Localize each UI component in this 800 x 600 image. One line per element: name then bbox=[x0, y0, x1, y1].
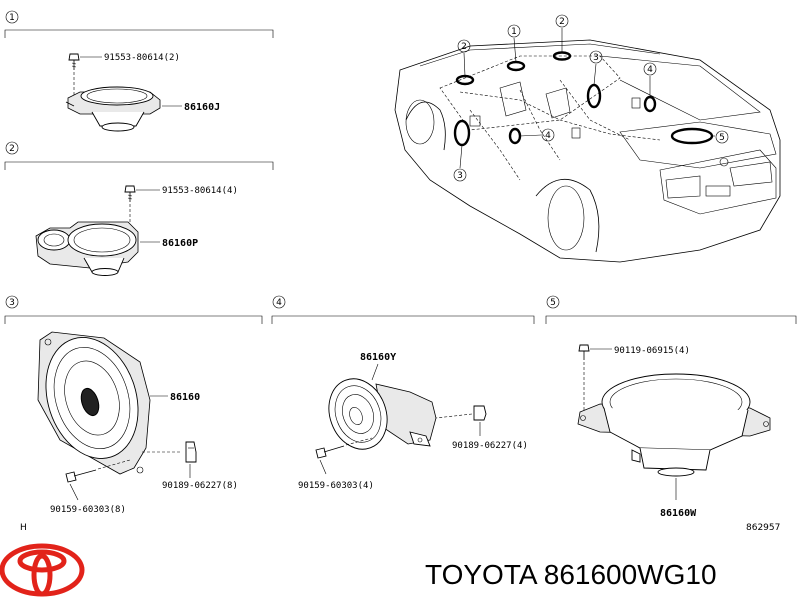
screw-icon bbox=[68, 53, 80, 70]
screw-icon bbox=[124, 185, 136, 202]
section-marker-2 bbox=[5, 141, 19, 155]
section-marker-1-label: 1 bbox=[9, 13, 15, 23]
speaker-86160J-icon bbox=[65, 86, 161, 132]
panel-2-part-label: 86160P bbox=[162, 238, 198, 249]
section-marker-4-label: 4 bbox=[276, 298, 282, 308]
panel-4-clip-label: 90189-06227(4) bbox=[452, 441, 528, 451]
panel-5: 5 90119-06915(4) 86160W 862957 bbox=[545, 295, 797, 533]
section-marker-1 bbox=[5, 10, 19, 24]
car-callout-label: 3 bbox=[457, 171, 463, 181]
panel-5-part-label: 86160W bbox=[660, 508, 697, 519]
toyota-logo-icon bbox=[0, 543, 85, 597]
car-callout-label: 3 bbox=[593, 53, 599, 63]
speaker-ring-icon bbox=[508, 127, 522, 145]
section-marker-5-label: 5 bbox=[550, 298, 556, 308]
screw-icon bbox=[578, 344, 590, 360]
section-marker-3 bbox=[5, 295, 19, 309]
panel-3-clip-label: 90189-06227(8) bbox=[162, 481, 238, 491]
speaker-ring-icon bbox=[552, 51, 572, 61]
panel-1-part-label: 86160J bbox=[184, 102, 220, 113]
panel-4: 4 86160Y 90189-06227(4) 90159-60303(4) bbox=[271, 295, 535, 491]
car-callout-label: 5 bbox=[719, 133, 725, 143]
car-callout-marker bbox=[555, 14, 569, 28]
car-callout-marker bbox=[589, 50, 603, 64]
speaker-ring-icon bbox=[453, 119, 471, 147]
panel-2-screw-label: 91553-80614(4) bbox=[162, 186, 238, 196]
panel-3: 3 86160 90189-06227(8) 90159-60303(8) H bbox=[4, 295, 263, 533]
car-callout-label: 4 bbox=[647, 65, 653, 75]
car-callout-marker bbox=[643, 62, 657, 76]
car-callout-label: 4 bbox=[545, 131, 551, 141]
panel-5-bracket bbox=[545, 315, 797, 324]
panel-5-screw-label: 90119-06915(4) bbox=[614, 346, 690, 356]
section-marker-5 bbox=[546, 295, 560, 309]
speaker-ring-icon bbox=[643, 95, 657, 113]
clip-icon bbox=[185, 441, 197, 463]
panel-3-bracket bbox=[4, 315, 263, 324]
speaker-86160Y-icon bbox=[328, 378, 437, 450]
speaker-86160-icon bbox=[37, 331, 151, 475]
panel-2: 2 91553-80614(4) 86160P bbox=[4, 141, 274, 276]
clip-icon bbox=[473, 405, 487, 421]
speaker-86160W-icon bbox=[577, 373, 771, 477]
panel-3-part-label: 86160 bbox=[170, 392, 200, 403]
car-callout-label: 1 bbox=[511, 27, 517, 37]
panel-2-bracket bbox=[4, 161, 274, 170]
speaker-ring-icon bbox=[506, 60, 526, 72]
car-callout-marker bbox=[541, 128, 555, 142]
panel-4-part-label: 86160Y bbox=[360, 352, 396, 363]
panel-4-bracket bbox=[271, 315, 535, 324]
car-callout-marker bbox=[715, 130, 729, 144]
footer-part-number: TOYOTA 861600WG10 bbox=[425, 559, 717, 590]
panel-5-ref-label: 862957 bbox=[746, 523, 780, 533]
car-callout-label: 2 bbox=[559, 17, 565, 27]
car-callout-marker bbox=[457, 39, 471, 53]
section-marker-4 bbox=[272, 295, 286, 309]
panel-3-bolt-label: 90159-60303(8) bbox=[50, 505, 126, 515]
bolt-icon bbox=[65, 469, 97, 483]
bolt-icon bbox=[315, 445, 345, 459]
car-callout-marker bbox=[507, 24, 521, 38]
panel-1-bracket bbox=[4, 29, 274, 38]
panel-1: 1 91553-80614(2) 86160J bbox=[4, 10, 274, 132]
car-callout-marker bbox=[453, 168, 467, 182]
speaker-ring-icon bbox=[670, 127, 714, 145]
section-marker-2-label: 2 bbox=[9, 144, 15, 154]
speaker-86160P-icon bbox=[35, 221, 139, 276]
car-callout-label: 2 bbox=[461, 42, 467, 52]
panel-4-bolt-label: 90159-60303(4) bbox=[298, 481, 374, 491]
panel-3-corner-label: H bbox=[20, 523, 27, 533]
panel-1-screw-label: 91553-80614(2) bbox=[104, 53, 180, 63]
car-illustration: 2 1 2 3 4 4 5 3 bbox=[394, 14, 781, 263]
section-marker-3-label: 3 bbox=[9, 298, 15, 308]
